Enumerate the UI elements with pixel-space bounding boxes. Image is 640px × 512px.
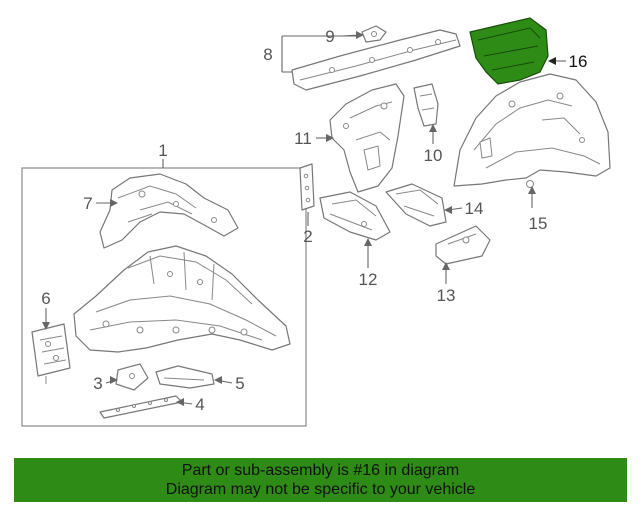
callout-12: 12 (359, 270, 378, 289)
callout-16: 16 (569, 52, 588, 71)
part-10-bracket[interactable] (413, 83, 439, 127)
callout-6: 6 (41, 289, 50, 308)
callout-7: 7 (83, 194, 92, 213)
info-banner: Part or sub-assembly is #16 in diagram D… (14, 458, 627, 502)
callout-4: 4 (195, 395, 204, 414)
assembly-box (21, 167, 307, 427)
part-3-bracket[interactable] (115, 363, 149, 391)
callout-5: 5 (235, 374, 244, 393)
callout-13: 13 (437, 286, 456, 305)
part-9-plate[interactable] (361, 25, 387, 43)
leader-lines (42, 31, 566, 406)
callout-11: 11 (294, 129, 312, 148)
part-7-wheelhouse[interactable] (99, 173, 239, 249)
banner-line-part: Part or sub-assembly is #16 in diagram (181, 462, 460, 479)
part-6-bracket[interactable] (31, 323, 71, 384)
callout-15: 15 (529, 214, 548, 233)
parts-diagram: 1 2 3 4 5 6 7 8 9 10 11 12 13 14 15 16 (21, 17, 611, 427)
part-4-strip[interactable] (99, 395, 183, 419)
callout-2: 2 (303, 227, 312, 246)
banner-line-disclaimer: Diagram may not be specific to your vehi… (165, 481, 476, 498)
part-8-upper-rail[interactable] (291, 29, 461, 91)
callout-14: 14 (465, 199, 484, 218)
callout-10: 10 (424, 146, 443, 165)
callout-8: 8 (263, 45, 272, 64)
callout-1: 1 (158, 141, 167, 160)
part-14-bracket[interactable] (385, 183, 447, 227)
part-12-bracket[interactable] (319, 191, 391, 241)
part-2-bracket[interactable] (299, 163, 315, 211)
part-13-bracket[interactable] (435, 225, 491, 265)
part-11-inner-panel[interactable] (329, 83, 405, 193)
part-16-tray-highlighted[interactable] (469, 17, 549, 85)
part-5-bracket[interactable] (155, 365, 215, 389)
callout-9: 9 (325, 27, 334, 46)
part-1-rail-assembly[interactable] (73, 245, 291, 353)
callout-3: 3 (93, 374, 102, 393)
part-15-rear-wheelhouse[interactable] (453, 73, 611, 188)
